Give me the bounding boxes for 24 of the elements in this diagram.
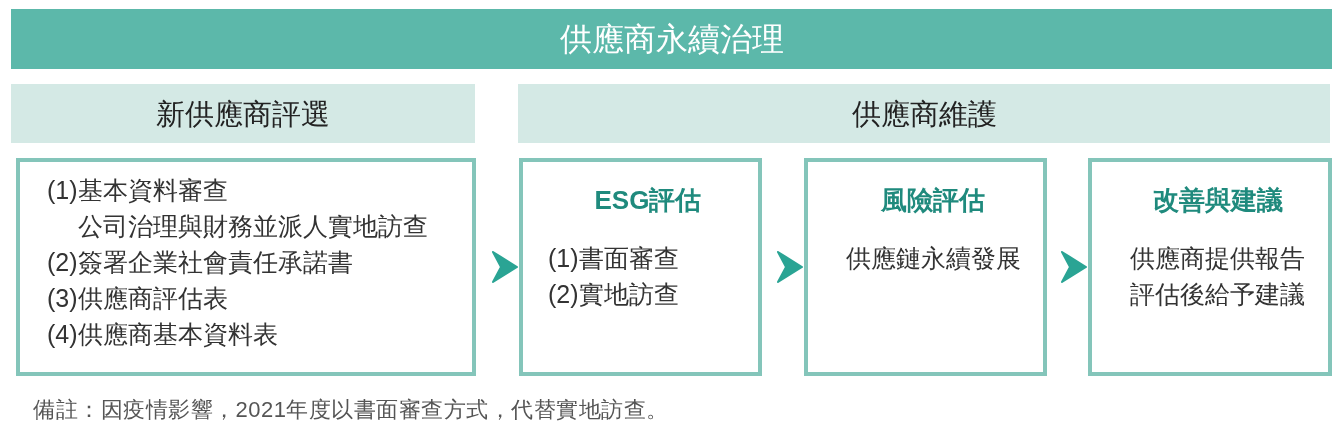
step-text: 供應商提供報告 <box>1130 243 1305 274</box>
title-text: 供應商永續治理 <box>559 20 784 59</box>
step-heading: 改善與建議 <box>1152 184 1283 217</box>
process-box <box>1088 158 1332 376</box>
section-header-band <box>11 84 475 143</box>
process-box <box>804 158 1047 376</box>
section-header-band <box>518 84 1330 143</box>
process-box <box>519 158 762 376</box>
step-heading: 風險評估 <box>881 184 985 217</box>
list-item: 公司治理與財務並派人實地訪查 <box>78 211 428 242</box>
section-heading: 供應商維護 <box>851 96 997 132</box>
list-item: (3)供應商評估表 <box>47 283 228 314</box>
list-item: (2)簽署企業社會責任承諾書 <box>47 247 353 278</box>
list-item: (1)基本資料審查 <box>47 175 228 206</box>
note-text: 備註：因疫情影響，2021年度以書面審查方式，代替實地訪查。 <box>33 396 669 424</box>
list-item: (4)供應商基本資料表 <box>47 319 278 350</box>
step-text: (1)書面審查 <box>548 243 679 274</box>
title-band <box>11 9 1332 69</box>
step-text: 供應鏈永續發展 <box>845 243 1021 274</box>
process-box <box>16 158 476 376</box>
step-text: (2)實地訪查 <box>548 279 679 310</box>
step-text: 評估後給予建議 <box>1130 279 1305 310</box>
section-heading: 新供應商評選 <box>156 96 330 132</box>
step-heading: ESG評估 <box>594 184 702 217</box>
